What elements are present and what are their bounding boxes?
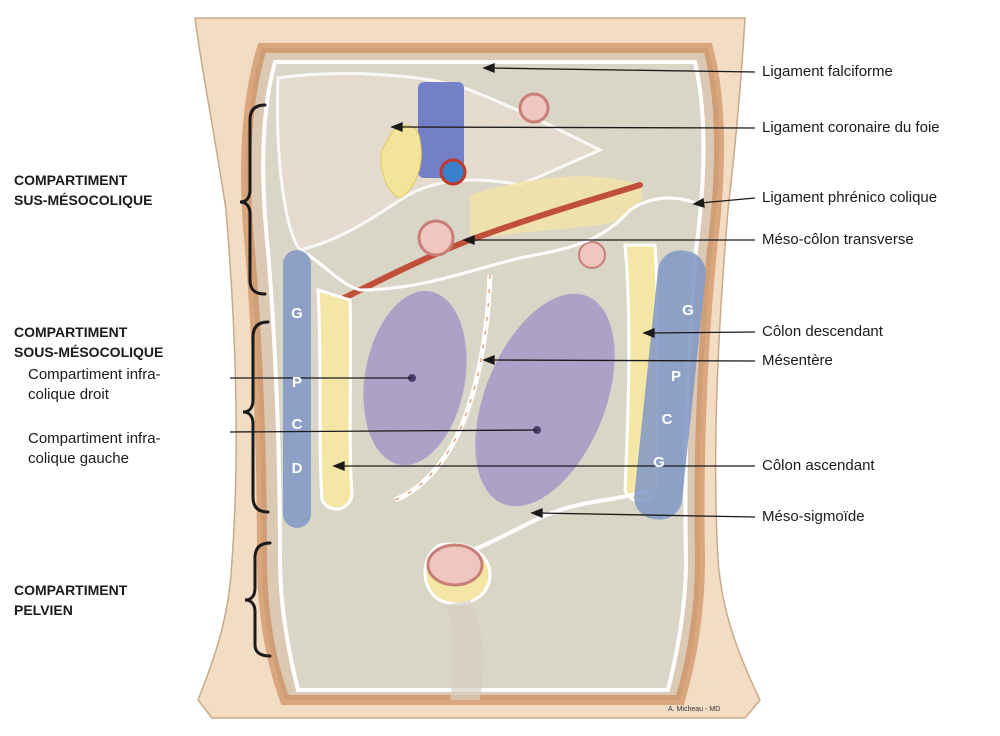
label-meso-colon-transverse: Méso-côlon transverse [762,231,914,248]
leader-phrenico [699,197,756,204]
section-sus-line2: SUS-MÉSOCOLIQUE [14,192,153,208]
left-paracolic-gutter [634,250,706,520]
esophagus [518,92,550,124]
author-credit: A. Micheau - MD [668,706,721,713]
rectum [426,543,484,587]
vena-cava [418,82,464,178]
label-infra-droit-line1: Compartiment infra- [28,366,161,383]
ascending-colon [316,287,354,511]
left-gutter-letter: C [661,411,673,428]
right-gutter-letter: G [291,305,303,322]
leader-infra-gauche [229,429,538,433]
arrow-coronaire [390,122,403,132]
label-ligament-phrenico-colique: Ligament phrénico colique [762,189,938,206]
leader-falciforme [487,67,756,73]
label-infra-gauche-line2: colique gauche [28,450,129,467]
section-pelvien-line2: PELVIEN [14,602,73,618]
brace-pelvien [244,541,272,658]
duodenum [417,219,455,257]
pelvic-loop [445,600,483,700]
label-colon-descendant: Côlon descendant [762,323,883,340]
left-gutter-letter: G [682,302,694,319]
leader-coronaire [397,126,756,129]
brace-sus-mesocolique [239,103,267,296]
right-gutter-letter: P [291,374,302,391]
sigmoid-mesentery [467,488,651,554]
leader-mesentere [489,359,756,362]
right-gutter-letter: C [291,416,303,433]
label-infra-droit-line2: colique droit [28,386,109,403]
arrow-meso-colon [462,235,475,245]
arrow-mesentere [482,355,495,365]
arrow-phrenico [692,197,705,208]
section-sus-line1: COMPARTIMENT [14,172,128,188]
arrow-colon-desc [642,328,655,338]
label-ligament-falciforme: Ligament falciforme [762,63,893,80]
left-gutter-letter: P [670,368,681,385]
label-mesentere: Mésentère [762,352,833,369]
arrow-meso-sigmoide [530,508,543,518]
section-sous-line2: SOUS-MÉSOCOLIQUE [14,344,164,360]
peritoneal-line-upper [299,196,701,292]
left-gutter-letter: G [653,454,665,471]
left-infracolic-space [475,293,615,507]
label-colon-ascendant: Côlon ascendant [762,457,875,474]
arrow-colon-asc [332,461,345,471]
section-sous-line1: COMPARTIMENT [14,324,128,340]
leader-colon-desc [649,331,756,334]
label-meso-sigmoide: Méso-sigmoïde [762,508,865,525]
label-ligament-coronaire: Ligament coronaire du foie [762,119,940,136]
mesentery-vessels [394,274,491,501]
brace-sous-mesocolique [242,320,270,514]
section-pelvien-line1: COMPARTIMENT [14,582,128,598]
right-paracolic-gutter [283,250,311,528]
arrow-falciforme [482,63,495,73]
bile-duct [439,158,467,186]
leader-meso-sigmoide [537,512,756,518]
right-gutter-letter: D [291,460,303,477]
label-infra-gauche-line1: Compartiment infra- [28,430,161,447]
jejunum-start [578,241,606,269]
